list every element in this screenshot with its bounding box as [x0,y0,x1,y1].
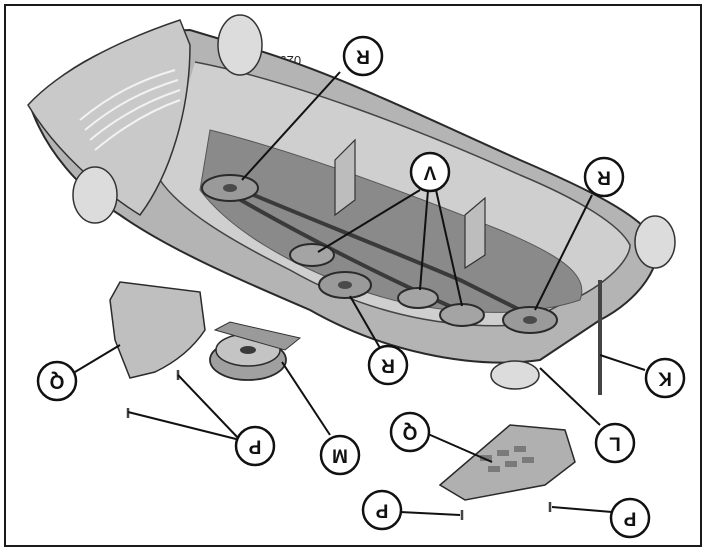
callout-R-center: R [367,344,409,386]
idler-pulley-3 [439,303,485,327]
callout-Q-right: Q [389,411,431,453]
left-belt-shield [109,281,206,379]
pulley-center-hub [338,281,352,289]
callout-R-right: R [583,156,625,198]
svg-text:R: R [381,355,395,376]
chute-ribs [79,69,181,151]
callout-P-bottom-center: P [361,489,403,531]
gearbox-pulley [209,321,302,381]
callout-R-top: R [342,35,384,77]
callout-L: L [594,422,636,464]
pulley-right-hub [523,316,537,324]
svg-text:Q: Q [403,422,418,443]
svg-text:P: P [623,508,636,529]
callout-K: K [644,357,686,399]
svg-text:R: R [597,167,611,188]
gauge-wheel-top [217,14,263,76]
leader-lines [74,71,646,516]
svg-text:P: P [375,500,388,521]
svg-text:R: R [356,46,370,67]
svg-text:V: V [423,162,436,183]
callout-P-bottom-right: P [609,497,651,539]
svg-text:L: L [609,433,621,454]
deck-bracket-2 [464,196,486,270]
callout-Q-left: Q [36,360,78,402]
gauge-wheel-left [72,166,118,224]
pulley-top-left-hub [223,184,237,192]
deck-bracket-1 [334,138,356,217]
callout-P-left: P [234,425,276,467]
svg-text:K: K [658,368,672,389]
svg-text:Q: Q [50,371,65,392]
svg-text:P: P [248,436,261,457]
svg-text:M: M [332,445,348,466]
idler-pulley-2 [397,287,439,309]
gauge-wheel-bottom [490,360,540,390]
shield-grille [480,446,534,472]
mower-deck [27,14,676,390]
gauge-wheel-right [634,215,676,269]
callout-V: V [409,151,451,193]
callout-M: M [319,434,361,476]
